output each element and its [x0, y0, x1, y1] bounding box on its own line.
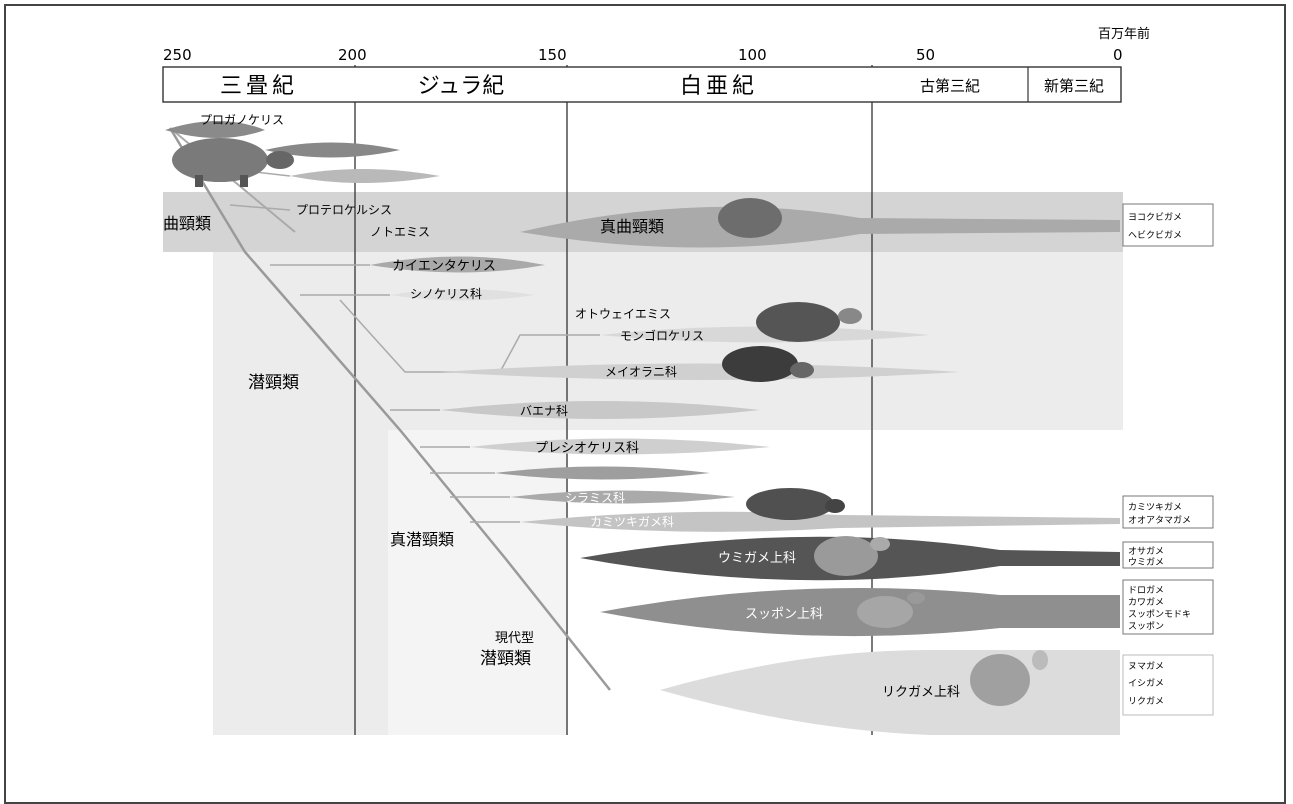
svg-text:カワガメ: カワガメ: [1128, 597, 1164, 608]
label-otwayemys: オトウェイエミス: [575, 307, 671, 321]
period-jurassic: ジュラ紀: [418, 74, 504, 99]
kayentachelys-range: [370, 256, 545, 273]
label-sinochelyidae: シノケリス科: [410, 287, 482, 301]
group-eupleurodira: 真曲頸類: [600, 217, 664, 236]
baenidae-range: [440, 401, 760, 419]
proganochelys-lens2: [265, 142, 400, 158]
eucryptodira-band: [388, 430, 568, 735]
svg-text:ドロガメ: ドロガメ: [1128, 585, 1164, 596]
label-trionychoidea: スッポン上科: [745, 607, 823, 622]
period-triassic: 三畳紀: [220, 74, 298, 99]
proganochelys-range: [165, 121, 265, 138]
extant-box-trionychoidea: ドロガメ カワガメ スッポンモドキ スッポン: [1122, 579, 1214, 635]
period-bar: [162, 66, 1122, 103]
australochelyidae-range: [290, 169, 440, 183]
softshell-turtle: [857, 592, 925, 628]
mongolochelys-turtle: [756, 302, 862, 342]
extant-box-chelydridae: カミツキガメ オオアタマガメ: [1122, 495, 1214, 529]
unit-label: 百万年前: [1098, 26, 1150, 42]
tick-label: 250: [163, 46, 192, 64]
label-sinemydidae: シラミス科: [565, 491, 625, 505]
label-proterochersis: プロテロケルシス: [296, 203, 392, 217]
group-modern-line1: 現代型: [495, 631, 534, 646]
label-chelydridae: カミツキガメ科: [590, 515, 674, 529]
sinemydidae-range: [510, 490, 735, 504]
label-chelonioidea: ウミガメ上科: [718, 551, 796, 566]
svg-text:ヘビクビガメ: ヘビクビガメ: [1128, 230, 1182, 241]
tortoise: [970, 650, 1048, 706]
group-modern-line2: 潜頸類: [480, 649, 531, 669]
meiolaniid-turtle: [722, 346, 814, 382]
eupleurodira-turtle: [718, 198, 814, 238]
svg-text:オサガメ: オサガメ: [1128, 546, 1164, 557]
proganochelys-illustration: [172, 138, 294, 187]
phylogeny-trunk: [168, 127, 611, 691]
label-kayentachelys: カイエンタケリス: [392, 259, 496, 274]
label-mongolochelys: モンゴロケリス: [620, 328, 704, 343]
svg-text:カミツキガメ: カミツキガメ: [1128, 502, 1182, 513]
meiolaniidae-range: [440, 363, 960, 380]
period-neogene: 新第三紀: [1044, 77, 1104, 95]
chelydridae-range: [520, 511, 1120, 532]
svg-text:オオアタマガメ: オオアタマガメ: [1128, 515, 1191, 526]
tick-label: 100: [738, 46, 767, 64]
cryptodira-band-lower: [213, 430, 388, 735]
label-baenidae: バエナ科: [520, 404, 568, 418]
snapping-turtle: [746, 488, 845, 520]
group-pleurodira: 曲頸類: [163, 214, 211, 233]
label-testudinoidea: リクガメ上科: [882, 685, 960, 700]
extant-box-sea-turtles: オサガメ ウミガメ: [1122, 541, 1214, 569]
sea-turtle: [814, 536, 890, 576]
trionychoidea-range: [548, 587, 1120, 637]
group-eucryptodira: 真潜頸類: [390, 530, 454, 549]
mongolochelys-range: [600, 326, 930, 343]
sinochelyidae-range: [390, 289, 535, 301]
tick-label: 0: [1113, 46, 1123, 64]
turtle-phylogeny-diagram: 250 200 150 100 50 0 百万年前 三畳紀 ジュラ紀 白亜紀 古…: [162, 26, 1214, 735]
sinochelyid-range2: [495, 466, 710, 480]
extant-box-testudinoidea: ヌマガメ イシガメ リクガメ: [1122, 654, 1214, 716]
tick-label: 150: [538, 46, 567, 64]
svg-text:イシガメ: イシガメ: [1128, 678, 1164, 689]
svg-text:ヨコクビガメ: ヨコクビガメ: [1128, 212, 1182, 223]
chelonioidea-range: [505, 536, 1120, 581]
svg-text:ヌマガメ: ヌマガメ: [1128, 661, 1164, 672]
cryptodira-band: [213, 252, 1123, 430]
label-notoemys: ノトエミス: [370, 225, 430, 239]
group-cryptodira: 潜頸類: [248, 373, 299, 393]
plesiochelyidae-range: [470, 438, 770, 455]
extant-box-pleurodira: ヨコクビガメ ヘビクビガメ: [1122, 203, 1214, 247]
svg-text:リクガメ: リクガメ: [1128, 696, 1164, 707]
tick-label: 50: [916, 46, 935, 64]
period-paleogene: 古第三紀: [920, 77, 980, 95]
label-meiolaniidae: メイオラニ科: [605, 365, 677, 379]
svg-text:スッポンモドキ: スッポンモドキ: [1128, 609, 1191, 620]
svg-text:ウミガメ: ウミガメ: [1128, 557, 1164, 568]
svg-text:スッポン: スッポン: [1128, 621, 1164, 632]
label-plesiochelyidae: プレシオケリス科: [535, 441, 639, 456]
tick-label: 200: [338, 46, 367, 64]
label-proganochelys: プロガノケリス: [200, 113, 284, 127]
period-cretaceous: 白亜紀: [680, 74, 758, 99]
